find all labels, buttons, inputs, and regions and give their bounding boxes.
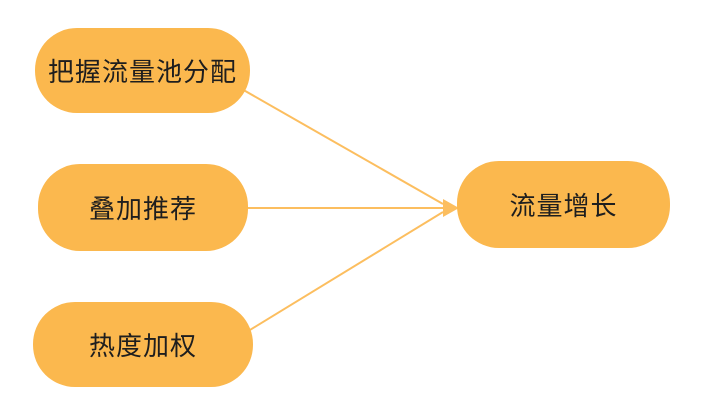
node-label: 热度加权 <box>88 331 197 361</box>
node-label: 流量增长 <box>509 191 618 221</box>
node-stacked-recommendation: 叠加推荐 <box>38 164 248 251</box>
node-traffic-growth: 流量增长 <box>457 161 670 248</box>
edge-grasp-pool-to-growth <box>239 87 444 205</box>
node-label: 叠加推荐 <box>88 194 197 224</box>
edge-heat-weight-to-growth <box>244 211 444 334</box>
node-heat-weighting: 热度加权 <box>33 302 253 387</box>
node-label: 把握流量池分配 <box>47 57 237 87</box>
node-grasp-traffic-pool-allocation: 把握流量池分配 <box>35 28 250 113</box>
